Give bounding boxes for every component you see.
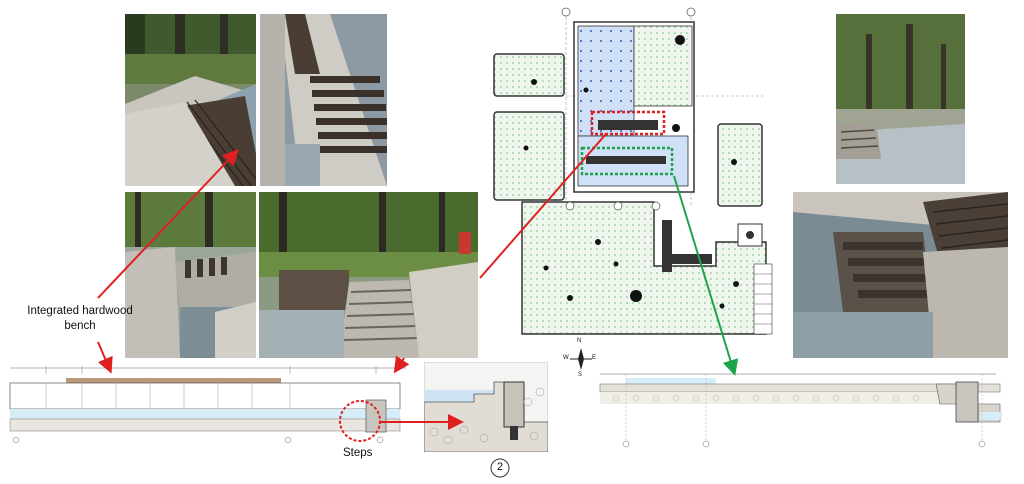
photo-steps-wide [259, 192, 478, 358]
detail-number-bubble [490, 458, 510, 478]
photo-steps-close [793, 192, 1008, 358]
north-label: N [577, 338, 582, 344]
bench-label: Integrated hardwood bench [27, 305, 133, 332]
photo-park-overview [836, 14, 965, 184]
detail-number: 2 [497, 461, 504, 473]
east-label: E [592, 355, 597, 361]
west-label: W [563, 355, 569, 361]
section-drawing-right [596, 362, 1002, 452]
photo-bench-overview [125, 14, 256, 186]
north-arrow [564, 342, 598, 376]
site-plan [486, 6, 776, 346]
photo-pool-corner [125, 192, 256, 358]
section-drawing-left [6, 362, 410, 446]
steps-label: Steps [343, 447, 373, 459]
photo-bench-steps-close [260, 14, 387, 186]
south-label: S [578, 372, 583, 378]
detail-step-drawing [424, 362, 548, 452]
